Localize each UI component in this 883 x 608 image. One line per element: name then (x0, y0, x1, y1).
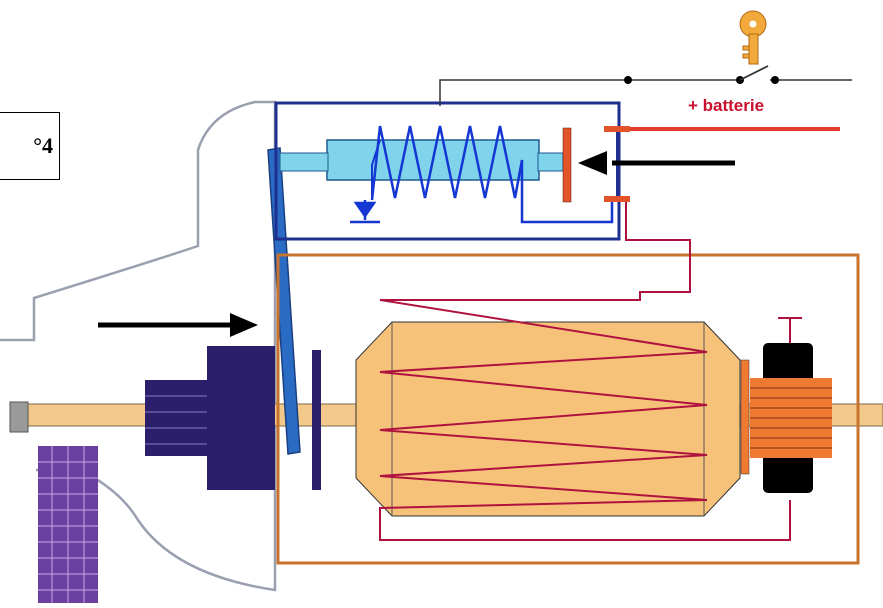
plunger-rod-right (537, 152, 564, 172)
commutator-plate (740, 359, 750, 475)
ring-gear (38, 446, 98, 603)
ignition-wire (439, 79, 740, 106)
ground-icon (350, 200, 380, 224)
battery-label: + batterie (688, 96, 765, 115)
field-winding (379, 255, 791, 541)
coil-lead-left (371, 139, 381, 200)
starter-housing-outline (0, 100, 277, 592)
commutator (750, 378, 832, 458)
plunger-rod-left (279, 152, 329, 172)
arrow-icon (578, 151, 735, 175)
key-icon (739, 10, 767, 65)
arrow-icon (98, 313, 258, 337)
armature (355, 321, 741, 517)
field-feed-wire (625, 202, 691, 255)
figure-number-label: °4 (0, 112, 60, 180)
solenoid-coil (370, 125, 614, 224)
battery-terminal (604, 126, 630, 132)
motor-frame (276, 253, 860, 565)
drive-collar (312, 350, 321, 490)
shaft-end-nut (9, 401, 29, 433)
switch-icon (739, 65, 769, 81)
contact-plate (562, 127, 572, 203)
motor-terminal (604, 196, 630, 202)
pinion-gear (145, 346, 275, 490)
